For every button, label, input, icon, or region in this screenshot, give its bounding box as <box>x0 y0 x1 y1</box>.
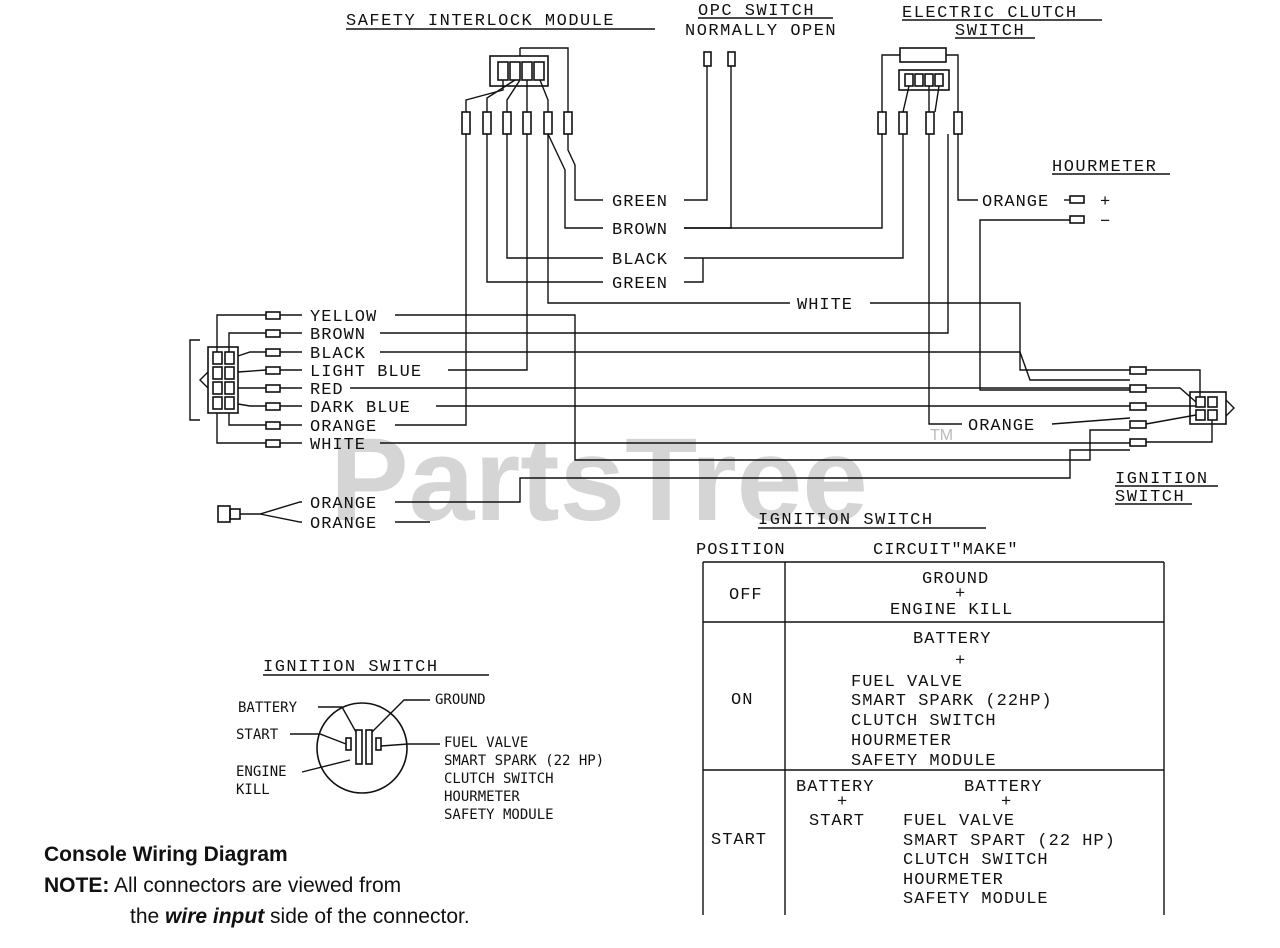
opc-switch-subtitle: NORMALLY OPEN <box>685 22 837 41</box>
small-ground: GROUND <box>435 692 486 708</box>
table-start-left-3: START <box>809 812 865 831</box>
table-off-line-3: ENGINE KILL <box>890 601 1013 620</box>
table-on-line-2: SMART SPARK (22HP) <box>851 692 1053 711</box>
small-hourmeter: HOURMETER <box>444 789 520 805</box>
left-wire-dark-blue: DARK BLUE <box>310 399 411 418</box>
ignition-small-title: IGNITION SWITCH <box>263 658 439 677</box>
table-on-battery: BATTERY <box>913 630 991 649</box>
wire-label-white: WHITE <box>797 296 853 315</box>
note-text-2a: the <box>130 905 166 928</box>
table-start-right-2: + <box>1001 793 1012 812</box>
lower-connector <box>217 505 241 523</box>
left-wire-red: RED <box>310 381 344 400</box>
table-title: IGNITION SWITCH <box>758 511 934 530</box>
table-col-position: POSITION <box>696 541 786 560</box>
clutch-switch-subtitle: SWITCH <box>955 22 1025 41</box>
table-off-label: OFF <box>729 586 763 605</box>
clutch-switch-title: ELECTRIC CLUTCH <box>902 4 1078 23</box>
left-wire-orange: ORANGE <box>310 418 377 437</box>
wire-label-brown: BROWN <box>612 221 668 240</box>
hourmeter-minus: − <box>1100 213 1111 232</box>
table-start-left-1: BATTERY <box>796 778 874 797</box>
small-fuel-valve: FUEL VALVE <box>444 735 528 751</box>
lower-wire-orange-2: ORANGE <box>310 515 377 534</box>
opc-switch-terminals <box>703 51 736 67</box>
table-on-line-1: FUEL VALVE <box>851 673 963 692</box>
note-text-2em: wire input <box>165 905 265 928</box>
lower-wire-orange-1: ORANGE <box>310 495 377 514</box>
table-col-circuit: CIRCUIT"MAKE" <box>873 541 1019 560</box>
left-wire-brown: BROWN <box>310 326 366 345</box>
table-start-right-1: BATTERY <box>964 778 1042 797</box>
wire-label-green-2: GREEN <box>612 275 668 294</box>
left-wire-black: BLACK <box>310 345 366 364</box>
note-line-1: NOTE: All connectors are viewed from <box>44 874 401 898</box>
clutch-switch-connector <box>898 47 950 91</box>
note-line-2: the wire input side of the connector. <box>130 905 470 929</box>
table-on-label: ON <box>731 691 753 710</box>
table-on-line-3: CLUTCH SWITCH <box>851 712 997 731</box>
note-title: Console Wiring Diagram <box>44 843 288 866</box>
watermark: PartsTree <box>330 414 868 546</box>
small-battery: BATTERY <box>238 700 298 716</box>
note-text-1: All connectors are viewed from <box>114 874 402 897</box>
ignition-switch-label: IGNITION <box>1115 470 1209 489</box>
table-start-line-5: SAFETY MODULE <box>903 890 1049 909</box>
left-harness-connector <box>189 339 239 421</box>
clutch-switch-terminals <box>877 111 963 135</box>
safety-module-connector <box>489 55 549 87</box>
hourmeter-terminals <box>1069 195 1085 224</box>
watermark-tm: TM <box>930 427 953 444</box>
small-safety-module: SAFETY MODULE <box>444 807 554 823</box>
table-start-line-2: SMART SPART (22 HP) <box>903 832 1116 851</box>
table-start-line-3: CLUTCH SWITCH <box>903 851 1049 870</box>
wire-label-black: BLACK <box>612 251 668 270</box>
table-on-plus: + <box>955 652 966 671</box>
table-start-line-1: FUEL VALVE <box>903 812 1015 831</box>
table-start-line-4: HOURMETER <box>903 871 1004 890</box>
wire-label-orange-ignition: ORANGE <box>968 417 1035 436</box>
small-engine: ENGINE <box>236 764 287 780</box>
left-wire-connectors <box>265 311 281 448</box>
table-off-line-1: GROUND <box>922 570 989 589</box>
table-start-label: START <box>711 831 767 850</box>
table-start-left-2: + <box>837 793 848 812</box>
table-on-line-4: HOURMETER <box>851 732 952 751</box>
small-start: START <box>236 727 279 743</box>
table-grid <box>702 561 1165 915</box>
left-wire-white: WHITE <box>310 436 366 455</box>
small-smart-spark: SMART SPARK (22 HP) <box>444 753 604 769</box>
table-on-line-5: SAFETY MODULE <box>851 752 997 771</box>
opc-switch-title: OPC SWITCH <box>698 2 815 21</box>
table-off-line-2: + <box>955 585 966 604</box>
left-wire-light-blue: LIGHT BLUE <box>310 363 422 382</box>
wire-label-green-1: GREEN <box>612 193 668 212</box>
note-text-2b: side of the connector. <box>264 905 470 928</box>
safety-module-title: SAFETY INTERLOCK MODULE <box>346 12 615 31</box>
safety-module-terminals <box>461 111 573 135</box>
ignition-switch-icon <box>316 702 408 794</box>
hourmeter-plus: + <box>1100 193 1111 212</box>
left-wire-yellow: YELLOW <box>310 308 377 327</box>
ignition-switch-label-2: SWITCH <box>1115 488 1185 507</box>
wire-label-orange-hourmeter: ORANGE <box>982 193 1049 212</box>
small-kill: KILL <box>236 782 270 798</box>
note-prefix: NOTE: <box>44 874 110 897</box>
hourmeter-title: HOURMETER <box>1052 158 1157 177</box>
small-clutch-switch: CLUTCH SWITCH <box>444 771 554 787</box>
